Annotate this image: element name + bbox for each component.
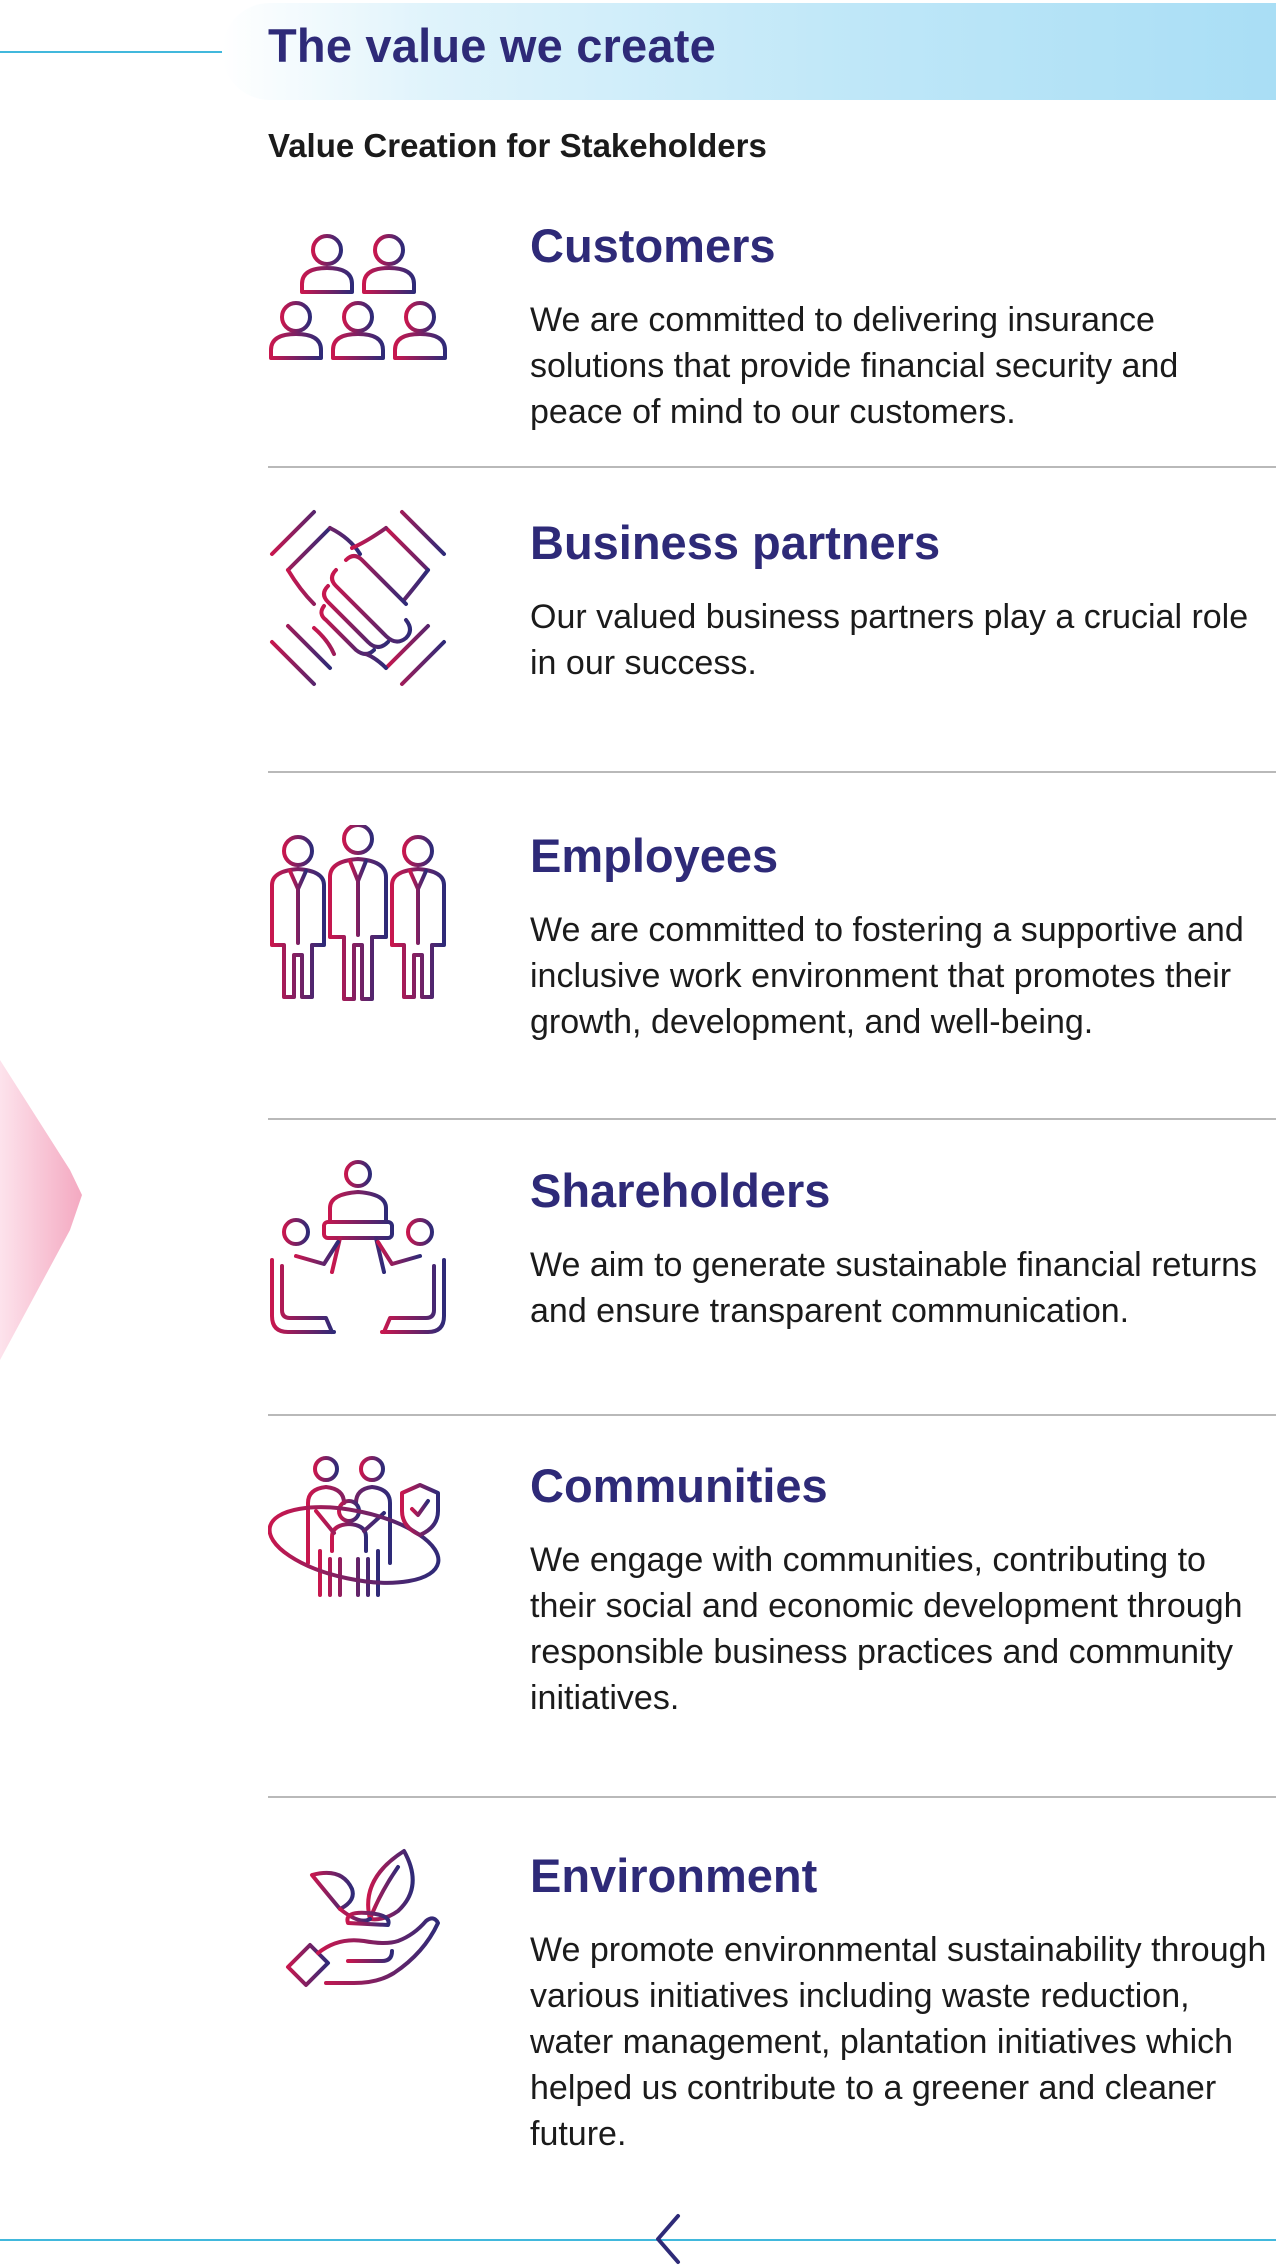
stakeholder-description: We engage with communities, contributing… xyxy=(530,1541,1243,1717)
section-divider xyxy=(268,1414,1276,1416)
customers-group-icon xyxy=(268,215,448,395)
stakeholder-title: Communities xyxy=(530,1459,828,1512)
employees-icon xyxy=(268,825,448,1005)
section-divider xyxy=(268,771,1276,773)
header-accent-line xyxy=(0,51,240,53)
stakeholder-description: We are committed to delivering insurance… xyxy=(530,301,1179,431)
section-divider xyxy=(268,466,1276,468)
header-banner xyxy=(222,3,1276,100)
family-shield-icon xyxy=(268,1455,448,1635)
page-title: The value we create xyxy=(268,19,716,72)
chevron-left-icon[interactable] xyxy=(652,2212,686,2266)
handshake-partners-icon xyxy=(268,508,448,688)
stakeholder-description: We are committed to fostering a supporti… xyxy=(530,911,1244,1041)
stakeholder-title: Customers xyxy=(530,219,776,272)
meeting-table-icon xyxy=(268,1160,448,1340)
stakeholder-title: Shareholders xyxy=(530,1164,831,1217)
stakeholder-title: Employees xyxy=(530,829,779,882)
stakeholder-description: We aim to generate sustainable financial… xyxy=(530,1246,1257,1330)
section-subtitle: Value Creation for Stakeholders xyxy=(268,127,767,164)
section-divider xyxy=(268,1118,1276,1120)
stakeholder-description: Our valued business partners play a cruc… xyxy=(530,598,1249,682)
stakeholder-title: Environment xyxy=(530,1849,818,1902)
stakeholder-title: Business partners xyxy=(530,516,941,569)
hand-plant-icon xyxy=(268,1845,448,2025)
decorative-side-shape xyxy=(0,1060,82,1360)
stakeholder-description: We promote environmental sustainability … xyxy=(530,1931,1267,2153)
footer-accent-line xyxy=(0,2239,1276,2241)
section-divider xyxy=(268,1796,1276,1798)
